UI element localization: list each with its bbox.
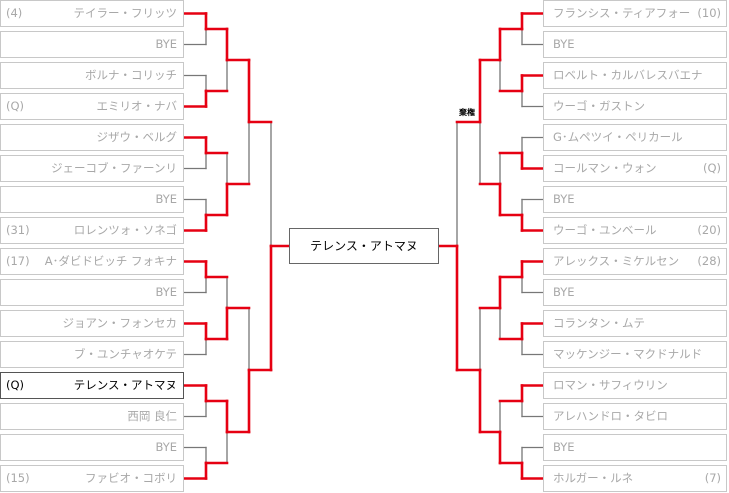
draw-entry[interactable]: マッケンジー・マクドナルド (543, 341, 727, 368)
player-name: マッケンジー・マクドナルド (553, 347, 703, 361)
draw-entry[interactable]: ボルナ・コリッチ (0, 62, 184, 89)
seed-label: (10) (697, 6, 721, 20)
draw-entry[interactable]: コランタン・ムテ (543, 310, 727, 337)
draw-entry[interactable]: (Q) コールマン・ウォン (543, 155, 727, 182)
player-name: テイラー・フリッツ (73, 6, 178, 20)
seed-label: (Q) (6, 378, 25, 392)
player-name: ロレンツォ・ソネゴ (73, 223, 177, 237)
draw-entry[interactable]: BYE (0, 279, 184, 306)
draw-entry[interactable]: ロベルト・カルバレスバエナ (543, 62, 727, 89)
player-name: BYE (553, 37, 575, 51)
draw-entry[interactable]: G･ムペツイ・ペリカール (543, 124, 727, 151)
draw-entry[interactable]: ロマン・サフィウリン (543, 372, 727, 399)
player-name: BYE (155, 285, 177, 299)
player-name: フランシス・ティアフォー (553, 6, 691, 20)
draw-entry[interactable]: 西岡 良仁 (0, 403, 184, 430)
seed-label: (7) (704, 471, 721, 485)
player-name: BYE (155, 37, 177, 51)
player-name: コールマン・ウォン (553, 161, 657, 175)
player-name: ロマン・サフィウリン (553, 378, 668, 392)
draw-entry[interactable]: BYE (543, 186, 727, 213)
player-name: ジョアン・フォンセカ (62, 316, 177, 330)
draw-entry[interactable]: (4) テイラー・フリッツ (0, 0, 184, 27)
draw-entry[interactable]: BYE (543, 279, 727, 306)
draw-entry[interactable]: (10) フランシス・ティアフォー (543, 0, 727, 27)
draw-entry[interactable]: BYE (543, 434, 727, 461)
player-name: ホルガー・ルネ (553, 471, 634, 485)
draw-entry[interactable]: BYE (543, 31, 727, 58)
draw-entry[interactable]: (31) ロレンツォ・ソネゴ (0, 217, 184, 244)
champion-box[interactable]: テレンス・アトマヌ (289, 228, 439, 264)
player-name: コランタン・ムテ (553, 316, 645, 330)
seed-label: (15) (6, 471, 30, 485)
draw-entry[interactable]: (20) ウーゴ・ユンベール (543, 217, 727, 244)
player-name: ジェーコブ・ファーンリ (51, 161, 177, 175)
player-name: ボルナ・コリッチ (85, 68, 177, 82)
draw-entry[interactable]: ジザウ・ベルグ (0, 124, 184, 151)
player-name: アレハンドロ・タビロ (553, 409, 668, 423)
draw-entry[interactable]: ブ・ユンチャオケテ (0, 341, 184, 368)
draw-entry[interactable]: (17) A･ダビドビッチ フォキナ (0, 248, 184, 275)
seed-label: (4) (6, 6, 23, 20)
player-name: アレックス・ミケルセン (553, 254, 680, 268)
draw-entry[interactable]: (Q) テレンス・アトマヌ (0, 372, 184, 399)
draw-entry[interactable]: (Q) エミリオ・ナバ (0, 93, 184, 120)
player-name: ファビオ・コボリ (85, 471, 177, 485)
player-name: ウーゴ・ガストン (553, 99, 645, 113)
draw-entry[interactable]: ジョアン・フォンセカ (0, 310, 184, 337)
player-name: ウーゴ・ユンベール (553, 223, 657, 237)
seed-label: (Q) (6, 99, 25, 113)
player-name: 西岡 良仁 (127, 409, 177, 423)
player-name: G･ムペツイ・ペリカール (553, 130, 683, 144)
retired-label: 棄権 (459, 108, 475, 117)
player-name: A･ダビドビッチ フォキナ (44, 254, 177, 268)
draw-entry[interactable]: (7) ホルガー・ルネ (543, 465, 727, 492)
draw-entry[interactable]: ジェーコブ・ファーンリ (0, 155, 184, 182)
seed-label: (17) (6, 254, 30, 268)
seed-label: (31) (6, 223, 30, 237)
draw-entry[interactable]: BYE (0, 31, 184, 58)
player-name: BYE (553, 192, 575, 206)
player-name: テレンス・アトマヌ (73, 378, 177, 392)
player-name: エミリオ・ナバ (96, 99, 178, 113)
draw-entry[interactable]: アレハンドロ・タビロ (543, 403, 727, 430)
player-name: ブ・ユンチャオケテ (73, 347, 177, 361)
player-name: BYE (155, 440, 177, 454)
player-name: ロベルト・カルバレスバエナ (553, 68, 703, 82)
draw-entry[interactable]: ウーゴ・ガストン (543, 93, 727, 120)
draw-entry[interactable]: BYE (0, 186, 184, 213)
player-name: BYE (155, 192, 177, 206)
seed-label: (Q) (702, 161, 721, 175)
player-name: ジザウ・ベルグ (96, 130, 178, 144)
player-name: BYE (553, 285, 575, 299)
draw-entry[interactable]: (28) アレックス・ミケルセン (543, 248, 727, 275)
seed-label: (20) (697, 223, 721, 237)
draw-entry[interactable]: BYE (0, 434, 184, 461)
draw-entry[interactable]: (15) ファビオ・コボリ (0, 465, 184, 492)
player-name: BYE (553, 440, 575, 454)
seed-label: (28) (697, 254, 721, 268)
